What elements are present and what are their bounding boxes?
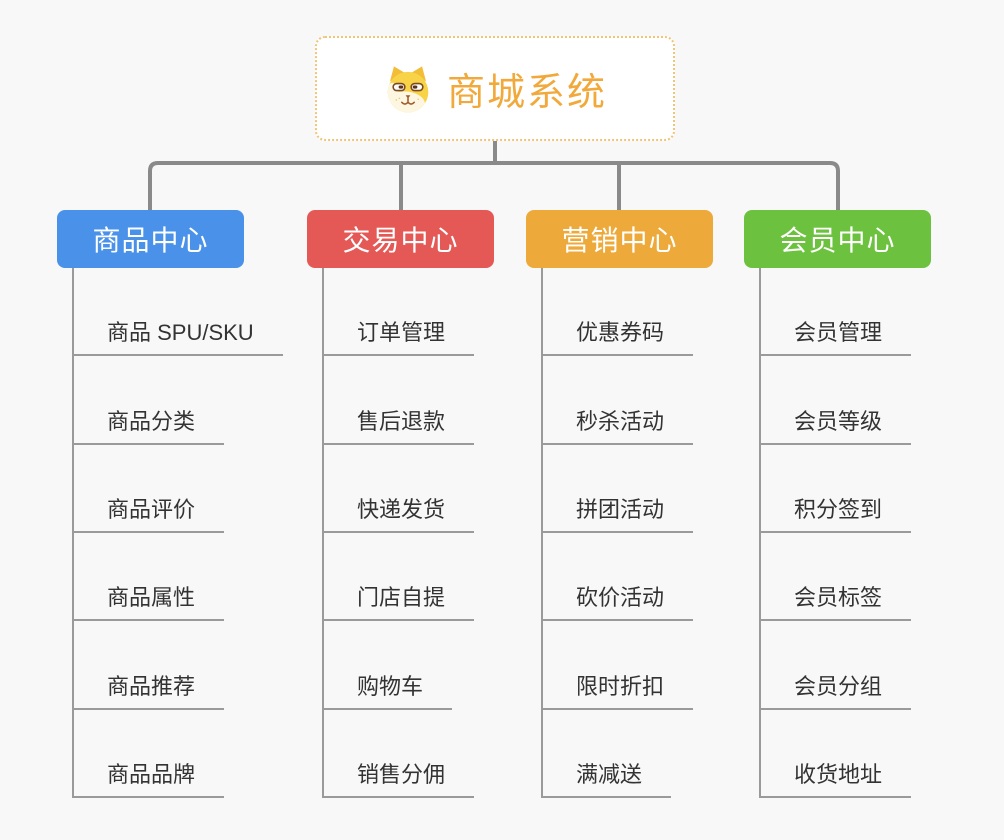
branch-node-marketing-center[interactable]: 营销中心 <box>526 210 713 268</box>
sub-topic[interactable]: 售后退款 <box>324 356 475 445</box>
sub-topic[interactable]: 拼团活动 <box>543 445 694 533</box>
sub-topic[interactable]: 商品推荐 <box>74 621 283 710</box>
sub-topic-label: 会员标签 <box>761 580 912 622</box>
dog-icon <box>387 65 429 112</box>
sub-topic[interactable]: 会员管理 <box>761 268 912 357</box>
sub-topic[interactable]: 限时折扣 <box>543 621 694 710</box>
root-title: 商城系统 <box>446 72 607 114</box>
sub-topic[interactable]: 商品评价 <box>74 445 283 533</box>
sub-topic-label: 商品属性 <box>74 580 225 622</box>
sub-topic[interactable]: 商品属性 <box>74 533 283 622</box>
sub-topic-label: 快递发货 <box>324 492 475 533</box>
sub-topic-label: 商品 SPU/SKU <box>74 315 283 357</box>
sub-topic-label: 购物车 <box>324 669 453 710</box>
sub-topic-label: 商品分类 <box>74 404 225 445</box>
sub-topic[interactable]: 快递发货 <box>324 445 475 533</box>
sub-topic-label: 会员等级 <box>761 404 912 445</box>
sub-topic[interactable]: 商品分类 <box>74 356 283 445</box>
sub-topic-label: 销售分佣 <box>324 757 475 798</box>
sub-topic[interactable]: 会员等级 <box>761 356 912 445</box>
sub-topic-label: 商品推荐 <box>74 669 225 710</box>
sub-topic[interactable]: 收货地址 <box>761 710 912 798</box>
sub-topic-label: 秒杀活动 <box>543 404 694 445</box>
sub-topic[interactable]: 满减送 <box>543 710 693 798</box>
sub-topic-label: 商品品牌 <box>74 757 225 798</box>
sub-topic-label: 优惠券码 <box>543 315 694 357</box>
sub-topic[interactable]: 订单管理 <box>324 268 475 357</box>
branch-trunk-member-center: 会员管理会员等级积分签到会员标签会员分组收货地址 <box>759 268 912 798</box>
root-node[interactable]: 商城系统 <box>315 36 675 141</box>
sub-topic-label: 积分签到 <box>761 492 912 533</box>
branch-node-trade-center[interactable]: 交易中心 <box>307 210 494 268</box>
sub-topic-label: 售后退款 <box>324 404 475 445</box>
sub-topic[interactable]: 购物车 <box>324 621 474 710</box>
sub-topic[interactable]: 商品品牌 <box>74 710 283 798</box>
sub-topic-label: 会员管理 <box>761 315 912 357</box>
branch-trunk-product-center: 商品 SPU/SKU 商品分类商品评价商品属性商品推荐商品品牌 <box>72 268 283 798</box>
sub-topic-label: 门店自提 <box>324 580 475 622</box>
branch-trunk-trade-center: 订单管理售后退款快递发货门店自提购物车销售分佣 <box>322 268 475 798</box>
sub-topic-label: 拼团活动 <box>543 492 694 533</box>
sub-topic[interactable]: 会员标签 <box>761 533 912 622</box>
sub-topic[interactable]: 优惠券码 <box>543 268 694 357</box>
branch-node-member-center[interactable]: 会员中心 <box>744 210 931 268</box>
branch-trunk-marketing-center: 优惠券码秒杀活动拼团活动砍价活动限时折扣满减送 <box>541 268 694 798</box>
sub-topic[interactable]: 会员分组 <box>761 621 912 710</box>
sub-topic-label: 会员分组 <box>761 669 912 710</box>
sub-topic[interactable]: 秒杀活动 <box>543 356 694 445</box>
sub-topic-label: 订单管理 <box>324 315 475 357</box>
sub-topic-label: 满减送 <box>543 757 672 798</box>
sub-topic-label: 砍价活动 <box>543 580 694 622</box>
sub-topic-label: 商品评价 <box>74 492 225 533</box>
sub-topic[interactable]: 砍价活动 <box>543 533 694 622</box>
branch-bus-line <box>148 161 840 210</box>
sub-topic[interactable]: 商品 SPU/SKU <box>74 268 283 357</box>
sub-topic-label: 收货地址 <box>761 757 912 798</box>
sub-topic[interactable]: 销售分佣 <box>324 710 475 798</box>
sub-topic-label: 限时折扣 <box>543 669 694 710</box>
branch-node-product-center[interactable]: 商品中心 <box>57 210 244 268</box>
sub-topic[interactable]: 积分签到 <box>761 445 912 533</box>
sub-topic[interactable]: 门店自提 <box>324 533 475 622</box>
